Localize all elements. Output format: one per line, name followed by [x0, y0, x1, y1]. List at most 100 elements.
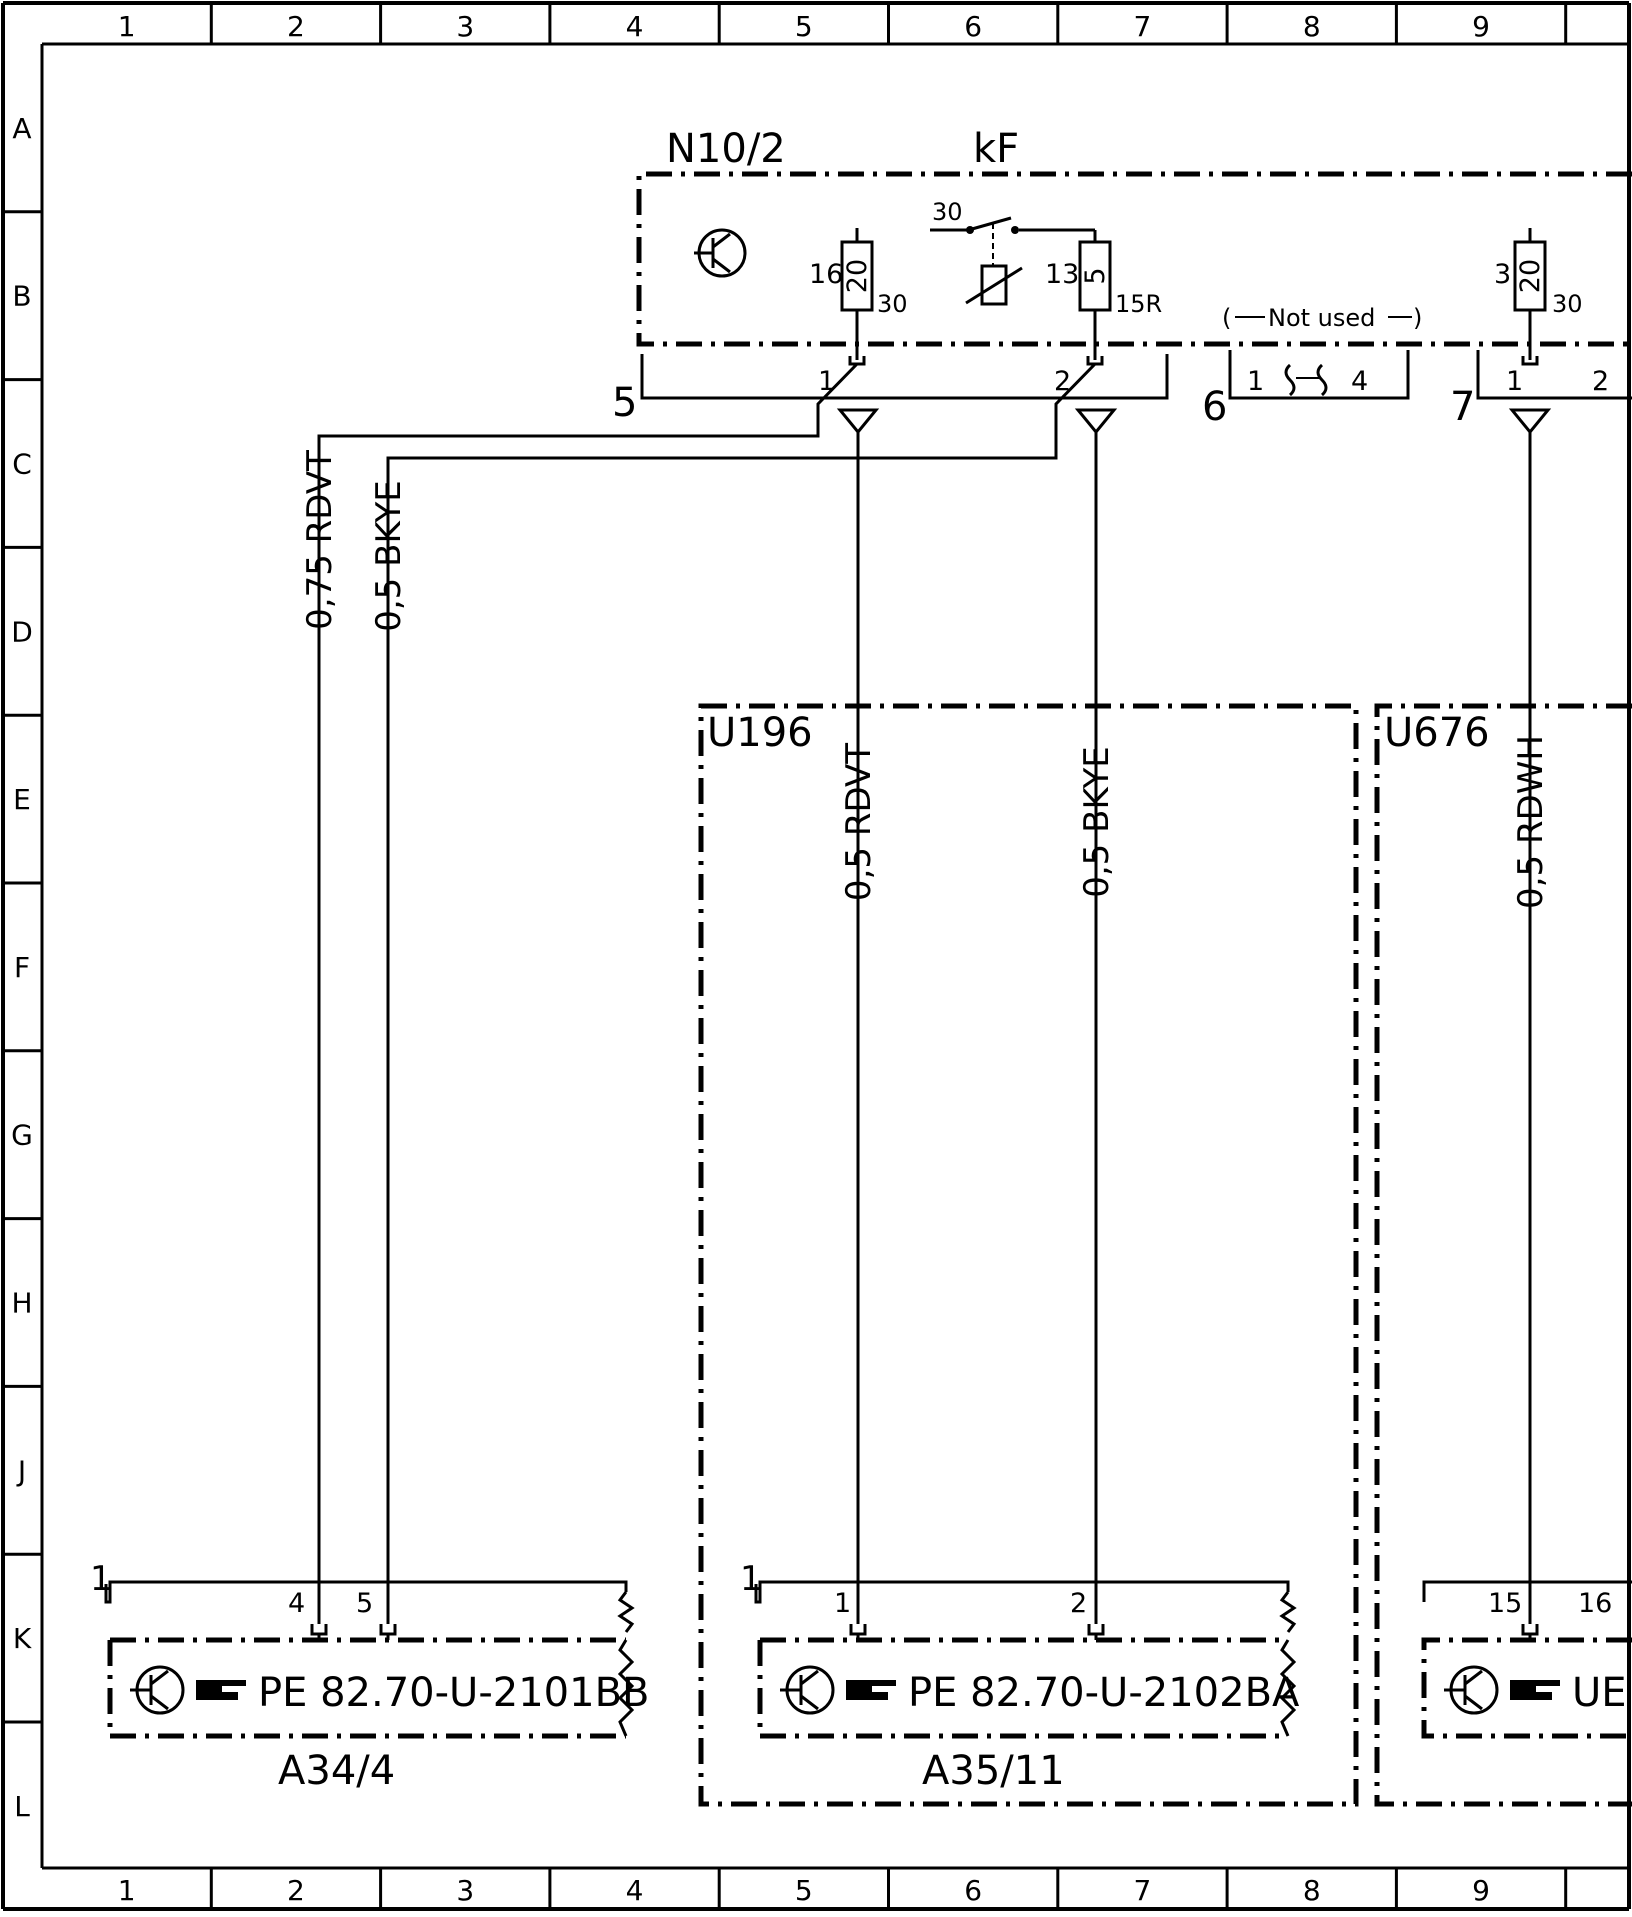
- fuse-terminal-label: 30: [877, 290, 908, 318]
- fuse-block-label: kF: [973, 126, 1019, 172]
- equipment-u196: U196: [698, 703, 1359, 1807]
- grid-row-label: J: [16, 1454, 26, 1487]
- reference-pointer-icon: [1510, 1680, 1560, 1700]
- equipment-code: U676: [1384, 710, 1490, 756]
- grid-row-label: E: [13, 783, 31, 816]
- grid-column-label: 9: [1472, 10, 1490, 43]
- component-pin: 2: [1070, 1588, 1087, 1619]
- grid-row-label: C: [12, 448, 32, 481]
- fuse-rating-label: 5: [1080, 267, 1111, 284]
- component-reference: PE 82.70-U-2102BA: [908, 1670, 1300, 1716]
- wire-bkye-05-left: 0,5 BKYE: [369, 362, 1097, 1624]
- grid-row-label: B: [12, 280, 31, 313]
- relay-terminal-label: 30: [932, 198, 963, 226]
- grid-column-label: 7: [1134, 1874, 1152, 1907]
- wire-rdvt-05: 0,5 RDVT: [839, 432, 879, 1624]
- control-unit-outline: [636, 171, 1632, 347]
- grid-row-label: A: [12, 112, 31, 145]
- control-unit-label: N10/2: [666, 126, 786, 172]
- fuse-terminal-label: 15R: [1115, 290, 1162, 318]
- fuse-pin-label: 3: [1494, 259, 1511, 290]
- connector-number: 6: [1202, 384, 1227, 430]
- wire-label: 0,5 BKYE: [1077, 746, 1117, 898]
- electronic-unit-icon: [694, 228, 747, 278]
- grid-row-label: G: [11, 1119, 33, 1152]
- grid-row-label: L: [14, 1790, 30, 1823]
- wire-bkye-05-right: 0,5 BKYE: [1077, 432, 1117, 1624]
- reference-pointer-icon: [846, 1680, 896, 1700]
- component-connector-label: 1: [740, 1559, 762, 1599]
- component-pin: 5: [356, 1588, 373, 1619]
- relay-symbol: 30: [930, 198, 1097, 306]
- component-reference: PE 82.70-U-2101BB: [258, 1670, 649, 1716]
- ground-symbol: [1074, 408, 1118, 435]
- fuse-13: 13 5 15R: [1045, 240, 1162, 360]
- wire-label: 0,5 BKYE: [369, 480, 409, 632]
- grid-column-label: 4: [626, 10, 644, 43]
- grid-row-label: K: [13, 1622, 32, 1655]
- connector-7: 7 1 2: [1450, 350, 1632, 430]
- component-pin: 1: [834, 1588, 851, 1619]
- grid-column-label: 5: [795, 10, 813, 43]
- not-used-annotation: ( Not used ): [1222, 304, 1422, 332]
- electronic-unit-icon: [780, 1665, 835, 1715]
- component-ue: 15 16 UE: [1421, 1580, 1632, 1739]
- connector-6: 6 1 4: [1202, 350, 1410, 430]
- component-a34-4: 1 4 5 PE 82.70-U-2101BB A34/4: [90, 1559, 649, 1794]
- grid-column-label: 6: [964, 1874, 982, 1907]
- fuse-rating-label: 20: [1515, 259, 1546, 293]
- not-used-label: Not used: [1268, 304, 1375, 332]
- connector-number: 7: [1450, 384, 1475, 430]
- grid-row-label: D: [11, 615, 33, 648]
- grid-column-label: 1: [118, 10, 136, 43]
- svg-text:(: (: [1222, 304, 1231, 332]
- wire-label: 0,75 RDVT: [300, 450, 340, 630]
- connector-pin: 4: [1351, 366, 1368, 397]
- component-pin: 15: [1488, 1588, 1522, 1619]
- grid-column-label: 6: [964, 10, 982, 43]
- fuse-pin-label: 16: [809, 259, 843, 290]
- ground-symbol: [1508, 408, 1552, 435]
- component-id: A35/11: [922, 1748, 1065, 1794]
- connector-pin: 2: [1054, 366, 1071, 397]
- grid-column-label: 2: [287, 10, 305, 43]
- fuse-3: 3 20 30: [1494, 228, 1583, 360]
- grid-column-label: 2: [287, 1874, 305, 1907]
- grid-column-label: 3: [456, 1874, 474, 1907]
- fuse-16: 16 20 30: [809, 228, 908, 360]
- wire-rdvt-075: 0,75 RDVT: [300, 362, 859, 1624]
- component-pin: 16: [1578, 1588, 1612, 1619]
- component-reference: UE: [1572, 1670, 1627, 1716]
- component-a35-11: 1 1 2 PE 82.70-U-2102BA A35/11: [740, 1559, 1300, 1794]
- component-pin: 4: [288, 1588, 305, 1619]
- equipment-code: U196: [707, 710, 813, 756]
- fuse-rating-label: 20: [842, 259, 873, 293]
- reference-pointer-icon: [196, 1680, 246, 1700]
- electronic-unit-icon: [1444, 1665, 1499, 1715]
- grid-column-label: 4: [626, 1874, 644, 1907]
- connector-pin: 1: [1247, 366, 1264, 397]
- grid-column-label: 8: [1303, 1874, 1321, 1907]
- grid-column-label: 5: [795, 1874, 813, 1907]
- grid-column-label: 7: [1134, 10, 1152, 43]
- grid-column-label: 1: [118, 1874, 136, 1907]
- connector-pin: 1: [1506, 366, 1523, 397]
- svg-text:): ): [1413, 304, 1422, 332]
- grid-row-label: H: [11, 1287, 32, 1320]
- connector-number: 5: [612, 380, 637, 426]
- wire-label: 0,5 RDVT: [839, 743, 879, 901]
- fuse-pin-label: 13: [1045, 259, 1079, 290]
- wire-label: 0,5 RDWH: [1511, 735, 1551, 909]
- grid-column-label: 8: [1303, 10, 1321, 43]
- grid-column-label: 3: [456, 10, 474, 43]
- connector-pin: 1: [818, 366, 835, 397]
- wire-rdwh-05: 0,5 RDWH: [1511, 432, 1551, 1624]
- component-connector-label: 1: [90, 1559, 112, 1599]
- connector-pin: 2: [1592, 366, 1609, 397]
- electronic-unit-icon: [130, 1665, 185, 1715]
- ground-symbol: [836, 408, 880, 435]
- connector-5: 5 1 2: [612, 354, 1169, 426]
